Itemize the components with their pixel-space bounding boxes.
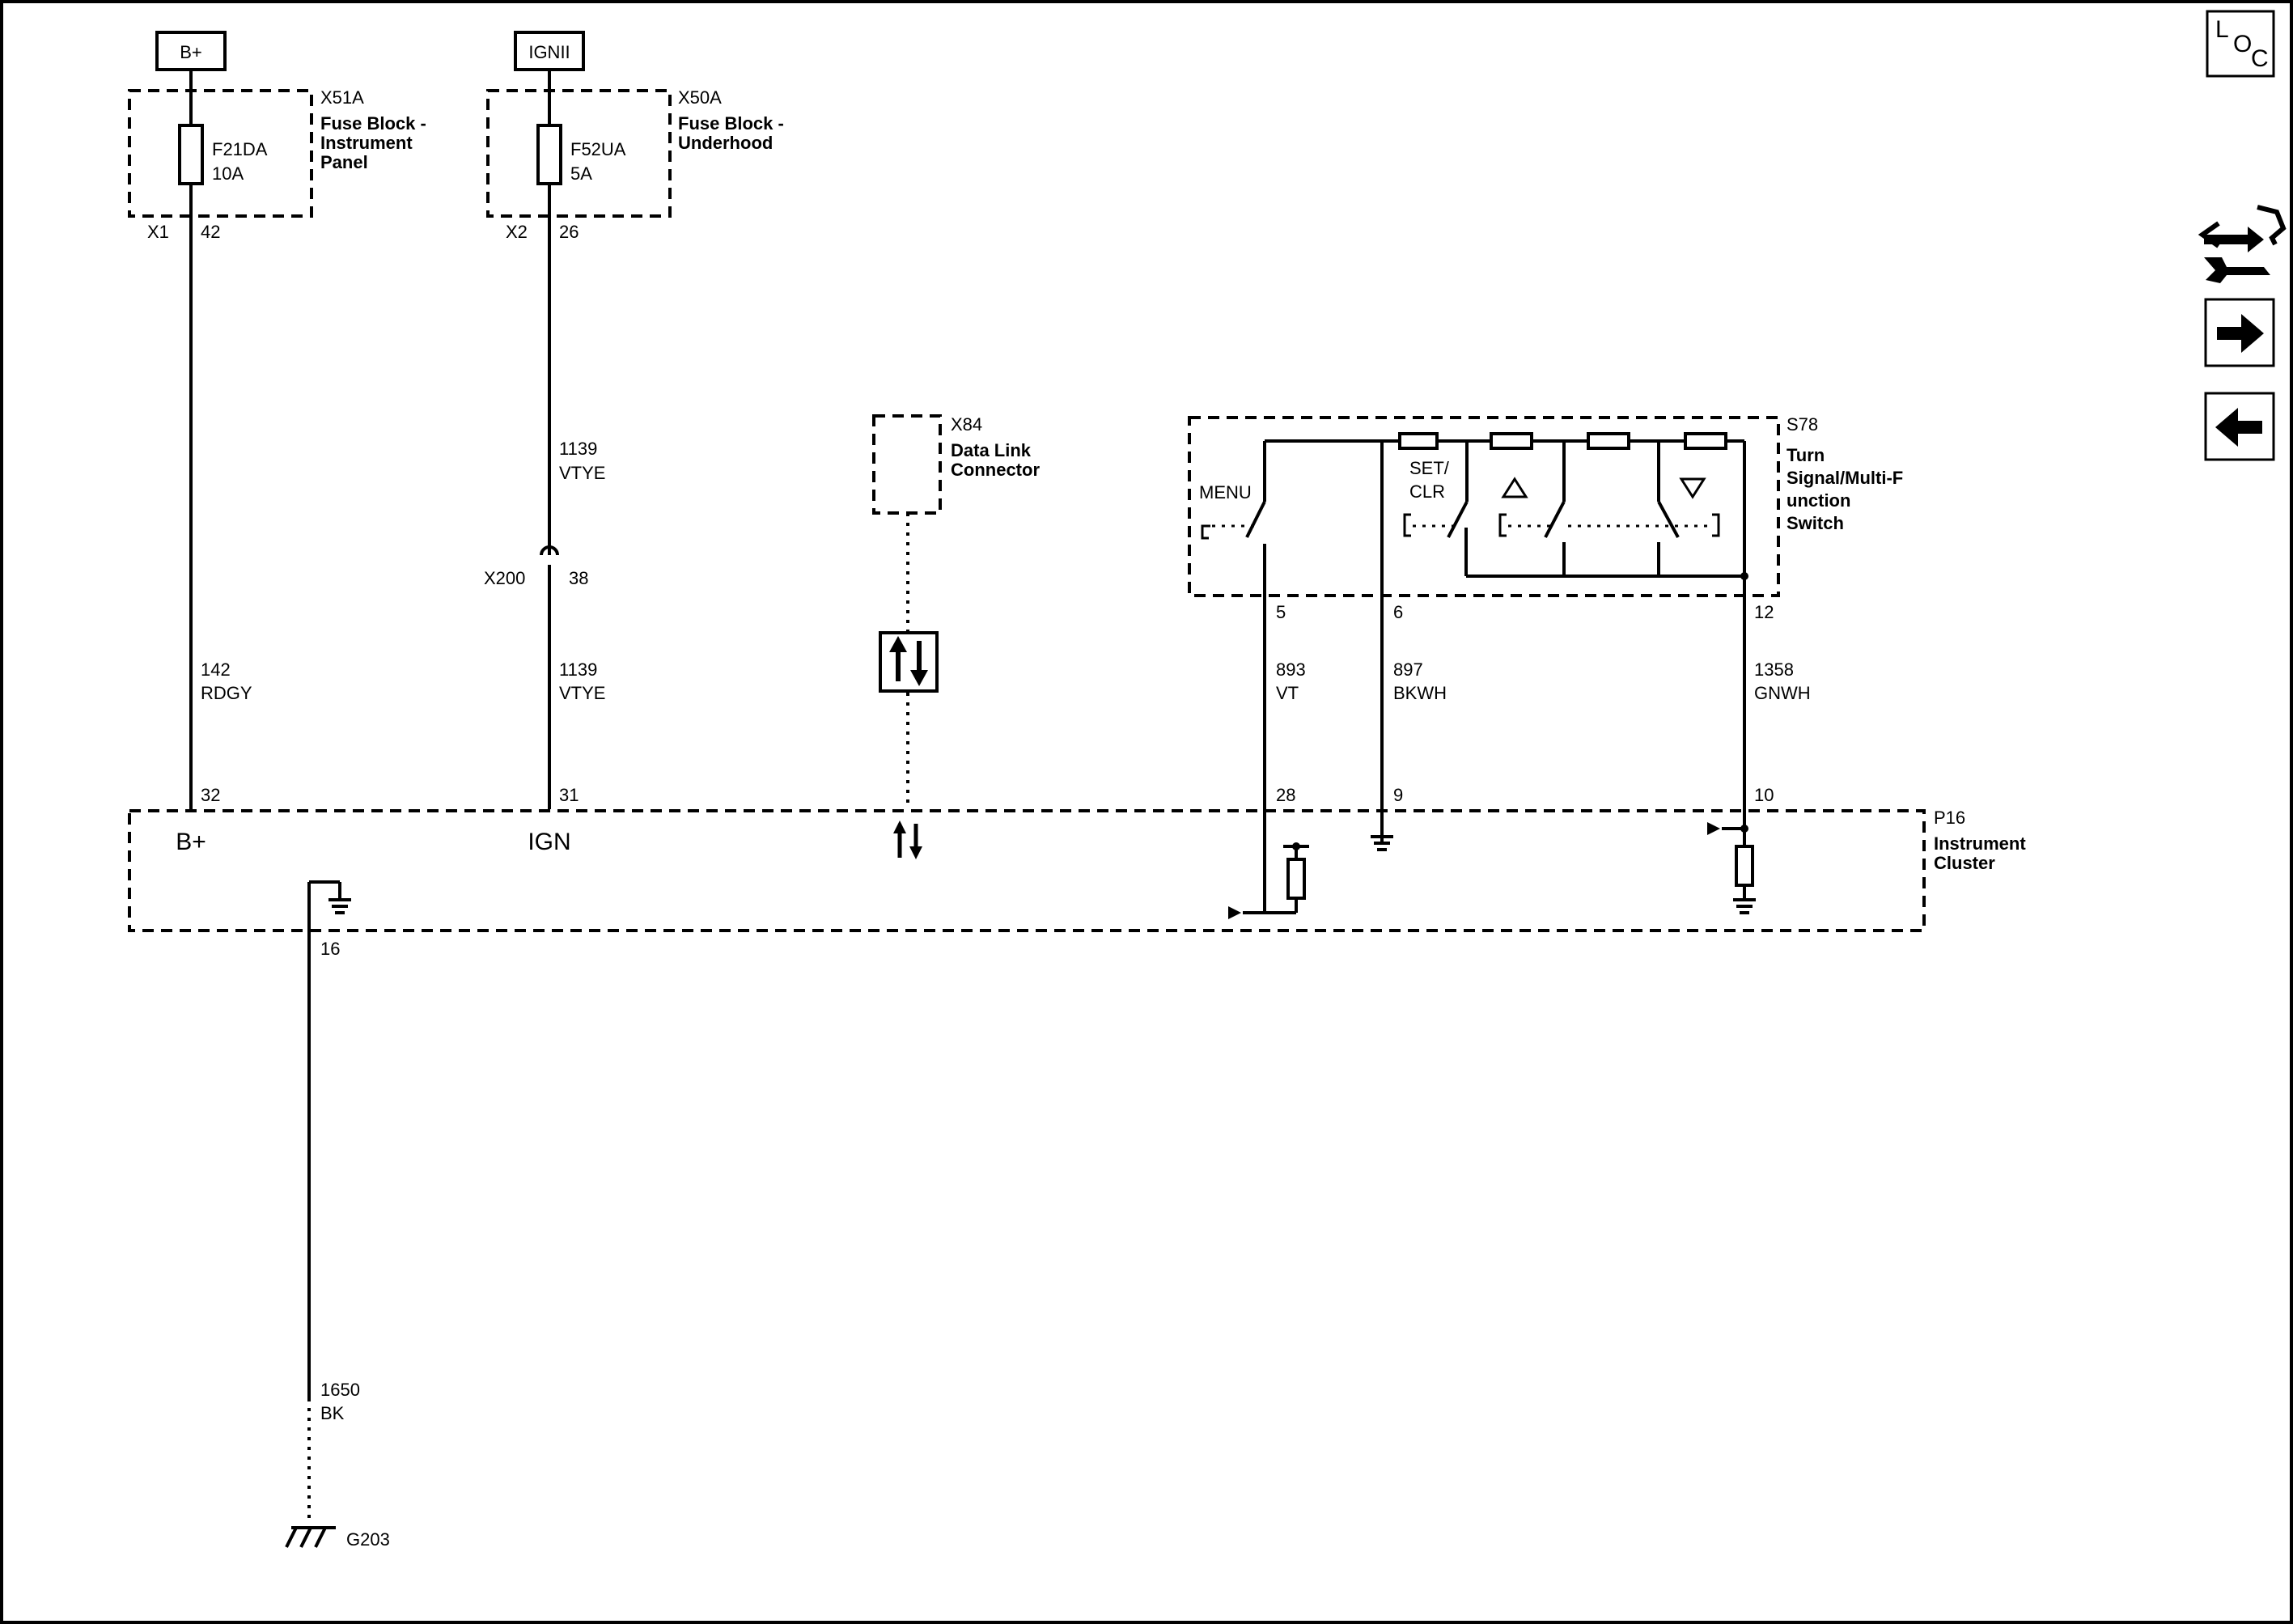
fuse-block-uh-connector: X2 [506, 222, 528, 242]
dlc-box [872, 414, 942, 515]
switch-pin-set: 6 [1393, 602, 1403, 622]
arrow-left-icon [2215, 408, 2262, 447]
cluster-label-ign: IGN [528, 829, 570, 855]
wire-893-circuit: 893 [1276, 659, 1306, 680]
loc-letter-o: O [2233, 31, 2252, 57]
ignition-source: IGNII [514, 31, 585, 71]
fuse-block-ip-box [128, 89, 313, 218]
wire-142-circuit: 142 [201, 659, 231, 680]
cluster-name-1: Instrument [1934, 833, 2026, 854]
loc-button[interactable]: L O C [2206, 10, 2275, 78]
wire-1139-upper-circuit: 1139 [559, 439, 597, 459]
ignition-source-label: IGNII [528, 42, 570, 62]
switch-resistor-2-icon [1490, 432, 1533, 450]
switch-s78-box [1188, 416, 1780, 597]
fuse-block-ip-pin: 42 [201, 222, 220, 242]
fuse-f52ua-icon [536, 124, 562, 185]
fuse-block-ip-name-2: Instrument [320, 133, 413, 153]
fuse-block-uh-name-1: Fuse Block - [678, 113, 784, 134]
switch-name-4: Switch [1787, 513, 1844, 533]
cluster-ground-icon [309, 880, 351, 914]
switch-pin-signal: 12 [1754, 602, 1774, 622]
wire-1139-lower-color: VTYE [559, 683, 605, 703]
dlc-id: X84 [951, 414, 982, 435]
switch-name-1: Turn [1787, 445, 1825, 465]
wire-1139-lower-circuit: 1139 [559, 659, 597, 680]
switch-set-label-2: CLR [1409, 481, 1445, 502]
wrench-swap-icon[interactable] [2198, 205, 2287, 283]
fuse-block-uh-box [486, 89, 672, 218]
fuse-block-ip-name-3: Panel [320, 152, 368, 172]
fuse-f52ua-rating: 5A [570, 163, 592, 184]
wire-1650-circuit: 1650 [320, 1380, 360, 1400]
cluster-data-bus-icon [893, 820, 922, 859]
cluster-menu-circuit [1228, 842, 1309, 919]
cluster-pin-bplus: 32 [201, 785, 220, 805]
up-button-icon [1501, 477, 1528, 498]
switch-menu-label: MENU [1199, 482, 1252, 502]
wire-897-color: BKWH [1393, 683, 1447, 703]
fuse-block-ip-connector: X1 [147, 222, 169, 242]
wire-1650-color: BK [320, 1403, 345, 1423]
data-bus-icon [879, 631, 939, 693]
b-plus-source: B+ [155, 31, 227, 71]
wire-1358-color: GNWH [1754, 683, 1811, 703]
switch-resistor-1-icon [1398, 432, 1439, 450]
wire-1139-upper-color: VTYE [559, 463, 605, 483]
inline-connector-id: X200 [484, 568, 525, 588]
loc-letter-l: L [2215, 16, 2229, 43]
fuse-f52ua-id: F52UA [570, 139, 626, 159]
fuse-block-ip-id: X51A [320, 87, 364, 108]
inline-connector-pin: 38 [569, 568, 588, 588]
fuse-f21da-rating: 10A [212, 163, 244, 184]
chassis-ground-icon [285, 1526, 336, 1548]
loc-letter-c: C [2251, 45, 2269, 72]
b-plus-source-label: B+ [180, 42, 202, 62]
cluster-id: P16 [1934, 808, 1965, 828]
fuse-block-uh-name-2: Underhood [678, 133, 773, 153]
wire-893-color: VT [1276, 683, 1299, 703]
fuse-block-uh-id: X50A [678, 87, 722, 108]
fuse-block-uh-pin: 26 [559, 222, 579, 242]
inline-connector-x200-icon [540, 545, 559, 556]
cluster-name-2: Cluster [1934, 853, 1995, 873]
cluster-pin-set: 9 [1393, 785, 1403, 805]
switch-resistor-3-icon [1587, 432, 1630, 450]
cluster-label-bplus: B+ [176, 829, 206, 855]
instrument-cluster-box [128, 809, 1926, 932]
switch-name-2: Signal/Multi-F [1787, 468, 1903, 488]
ground-point-id: G203 [346, 1529, 390, 1550]
wire-1358-circuit: 1358 [1754, 659, 1794, 680]
previous-page-button[interactable] [2204, 392, 2275, 461]
fuse-f21da-id: F21DA [212, 139, 268, 159]
cluster-pin-ground: 16 [320, 939, 340, 959]
cluster-set-ground-icon [1371, 835, 1393, 851]
fuse-block-ip-name-1: Fuse Block - [320, 113, 426, 134]
cluster-pin-ign: 31 [559, 785, 579, 805]
wire-142-color: RDGY [201, 683, 252, 703]
cluster-pin-signal: 10 [1754, 785, 1774, 805]
arrow-right-icon [2217, 314, 2264, 353]
cluster-pin-menu: 28 [1276, 785, 1295, 805]
cluster-signal-circuit [1707, 822, 1756, 914]
switch-set-label-1: SET/ [1409, 458, 1450, 478]
switch-pin-menu: 5 [1276, 602, 1286, 622]
switch-id: S78 [1787, 414, 1818, 435]
wire-897-circuit: 897 [1393, 659, 1423, 680]
fuse-f21da-icon [178, 124, 204, 185]
dlc-name-2: Connector [951, 460, 1040, 480]
switch-resistor-4-icon [1684, 432, 1727, 450]
down-button-icon [1679, 477, 1706, 499]
next-page-button[interactable] [2204, 298, 2275, 367]
dlc-name-1: Data Link [951, 440, 1032, 460]
switch-name-3: unction [1787, 490, 1850, 511]
